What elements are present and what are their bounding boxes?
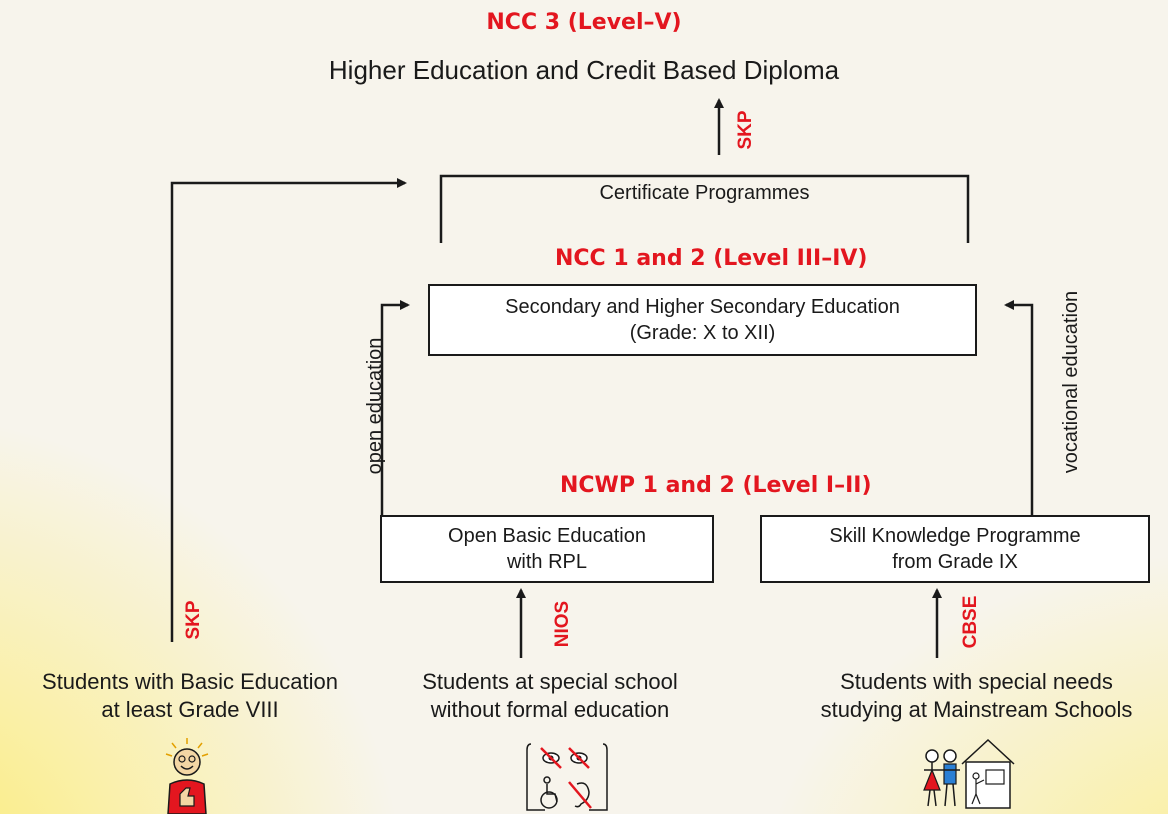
- vocational-education-path: [1004, 300, 1034, 515]
- secondary-line1: Secondary and Higher Secondary Education: [505, 296, 900, 318]
- student-group-special-school: Students at special school without forma…: [390, 668, 710, 724]
- open-basic-line1: Open Basic Education: [448, 525, 646, 547]
- thumbs-up-person-icon: [165, 738, 209, 814]
- skill-line1: Skill Knowledge Programme: [829, 525, 1081, 547]
- top-level-label: NCC 3 (Level–V): [486, 10, 682, 35]
- student-mainstream-line2: studying at Mainstream Schools: [820, 697, 1133, 722]
- secondary-level-label: NCC 1 and 2 (Level III–IV): [555, 246, 868, 271]
- nios-label: NIOS: [552, 600, 573, 648]
- student-basic-line1: Students with Basic Education: [42, 669, 338, 694]
- student-basic-line2: at least Grade VIII: [101, 697, 279, 722]
- ncwp-level-label: NCWP 1 and 2 (Level I–II): [560, 473, 872, 498]
- vocational-education-label: vocational education: [1060, 290, 1082, 474]
- certificate-programmes-label: Certificate Programmes: [599, 182, 810, 204]
- student-special-line1: Students at special school: [422, 669, 678, 694]
- children-school-icon: [923, 738, 1015, 809]
- skp-left-label: SKP: [183, 600, 204, 640]
- special-needs-icon: [526, 743, 608, 811]
- skill-line2: from Grade IX: [892, 551, 1018, 573]
- skill-knowledge-box: Skill Knowledge Programme from Grade IX: [760, 515, 1150, 583]
- top-title: Higher Education and Credit Based Diplom…: [328, 55, 840, 85]
- certificate-bracket: [439, 174, 970, 243]
- open-education-path: [380, 300, 410, 515]
- student-special-line2: without formal education: [430, 697, 670, 722]
- open-basic-line2: with RPL: [506, 551, 588, 573]
- cbse-label: CBSE: [960, 595, 981, 649]
- secondary-line2: (Grade: X to XII): [629, 322, 776, 344]
- secondary-education-box: Secondary and Higher Secondary Education…: [428, 284, 977, 356]
- skp-top-label: SKP: [735, 110, 756, 150]
- open-education-label: open education: [364, 337, 386, 475]
- student-group-mainstream: Students with special needs studying at …: [785, 668, 1168, 724]
- student-group-basic: Students with Basic Education at least G…: [0, 668, 380, 724]
- student-mainstream-line1: Students with special needs: [840, 669, 1113, 694]
- open-basic-education-box: Open Basic Education with RPL: [380, 515, 714, 583]
- skp-left-path: [170, 178, 407, 642]
